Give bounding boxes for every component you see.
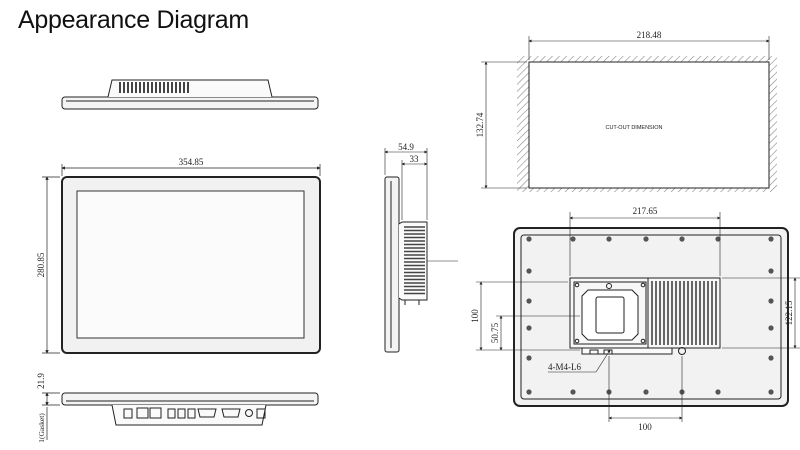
top-view [61,79,319,110]
rear-view [476,212,800,422]
screw-spec-label: 4-M4-L6 [548,362,581,372]
mounting-hole [570,389,576,395]
dc-jack-port [123,408,133,419]
front-screen [76,190,305,339]
bottom-thickness-label: 21.9 [36,373,46,389]
mounting-hole [715,236,721,242]
terminal-block [256,408,266,419]
mounting-hole [768,355,774,361]
side-vent-fins [404,226,425,295]
usb-port-1 [167,408,176,419]
mounting-hole [643,236,649,242]
front-width-label: 354.85 [179,157,204,167]
mounting-hole [768,268,774,274]
lan-port-1 [136,407,149,419]
mounting-hole [526,389,532,395]
rear-offset-100-vertical-label: 100 [470,309,480,323]
mounting-hole [768,325,774,331]
rear-offset-100-horizontal-label: 100 [638,422,652,432]
serial-port-2 [221,408,241,418]
mounting-hole [570,236,576,242]
mounting-hole [606,236,612,242]
cutout-dimension-label: CUT-OUT DIMENSION [605,125,662,131]
mounting-hole [526,268,532,274]
serial-port-1 [197,408,217,418]
cutout-height-label: 132.74 [475,112,485,137]
rear-mount-height-label: 122.15 [784,300,794,325]
side-depth-body-label: 33 [410,154,420,164]
side-view [384,148,458,353]
mounting-hole [768,298,774,304]
mounting-hole [643,389,649,395]
cutout-width-label: 218.48 [637,30,662,40]
page-title: Appearance Diagram [18,6,249,34]
mounting-hole [715,389,721,395]
heatsink-fins [651,281,717,345]
front-height-label: 280.85 [36,252,46,277]
mounting-hole [679,236,685,242]
mounting-hole [526,236,532,242]
side-depth-total-label: 54.9 [398,142,414,152]
rear-mounting-holes [526,236,774,395]
cutout-view [481,36,777,192]
cutout-opening [528,61,770,189]
mounting-hole [526,298,532,304]
bottom-view [42,392,319,440]
gasket-label: 1(Gasket) [37,413,46,443]
mounting-hole [526,325,532,331]
rear-offset-5075-label: 50.75 [490,322,500,343]
lan-port-2 [149,407,162,419]
rear-mount-width-label: 217.65 [633,206,658,216]
front-view: 354.85 280.85 [36,157,321,354]
power-button [245,409,253,417]
mounting-hole [768,389,774,395]
mounting-hole [526,355,532,361]
top-vent-fins [119,82,189,93]
usb-port-2 [177,408,186,419]
usb-port-3 [187,408,196,419]
mounting-hole [768,236,774,242]
